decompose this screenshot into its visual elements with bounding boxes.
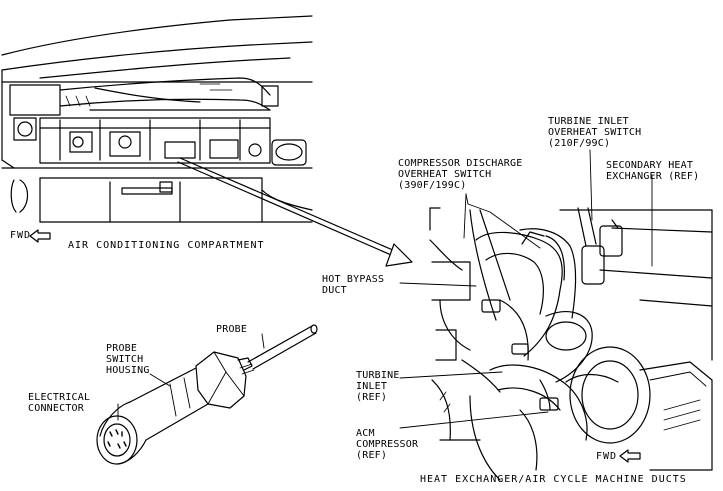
fwd-label-top: FWD (10, 230, 32, 241)
duct-leader-lines (399, 149, 653, 429)
fuselage-view (1, 15, 313, 223)
heat-exchanger-detail (429, 207, 713, 481)
acm-compressor-ref-line-3: (REF) (356, 450, 388, 461)
compartment-caption: AIR CONDITIONING COMPARTMENT (68, 240, 265, 251)
probe-switch-housing-line-2: SWITCH (106, 354, 144, 365)
secondary-heat-exchanger-line-1: SECONDARY HEAT (606, 160, 694, 171)
turbine-inlet-ref-line-1: TURBINE (356, 370, 400, 381)
ducts-caption: HEAT EXCHANGER/AIR CYCLE MACHINE DUCTS (420, 474, 687, 485)
acm-compressor-ref-line-1: ACM (356, 428, 375, 439)
probe-switch-illustration (96, 324, 318, 465)
secondary-heat-exchanger-line-2: EXCHANGER (REF) (606, 171, 700, 182)
electrical-connector-line-2: CONNECTOR (28, 403, 84, 414)
fwd-arrow-top (29, 229, 51, 243)
hot-bypass-duct-line-1: HOT BYPASS (322, 274, 385, 285)
probe-switch-housing-line-3: HOUSING (106, 365, 150, 376)
acm-compressor-ref-line-2: COMPRESSOR (356, 439, 419, 450)
turbine-inlet-ref-line-3: (REF) (356, 392, 388, 403)
turbine-inlet-overheat-line-2: OVERHEAT SWITCH (548, 127, 642, 138)
probe-leader-lines (117, 333, 265, 421)
electrical-connector-line-1: ELECTRICAL (28, 392, 91, 403)
turbine-inlet-overheat-line-3: (210F/99C) (548, 138, 611, 149)
fwd-label-bottom: FWD (596, 451, 618, 462)
compressor-discharge-line-3: (390F/199C) (398, 180, 467, 191)
probe-label: PROBE (216, 324, 248, 335)
turbine-inlet-overheat-line-1: TURBINE INLET (548, 116, 629, 127)
detail-pointer-arrow (177, 157, 413, 267)
compressor-discharge-line-1: COMPRESSOR DISCHARGE (398, 158, 523, 169)
turbine-inlet-ref-line-2: INLET (356, 381, 388, 392)
hot-bypass-duct-line-2: DUCT (322, 285, 347, 296)
fwd-arrow-bottom (619, 449, 641, 463)
compressor-discharge-line-2: OVERHEAT SWITCH (398, 169, 492, 180)
probe-switch-housing-line-1: PROBE (106, 343, 138, 354)
